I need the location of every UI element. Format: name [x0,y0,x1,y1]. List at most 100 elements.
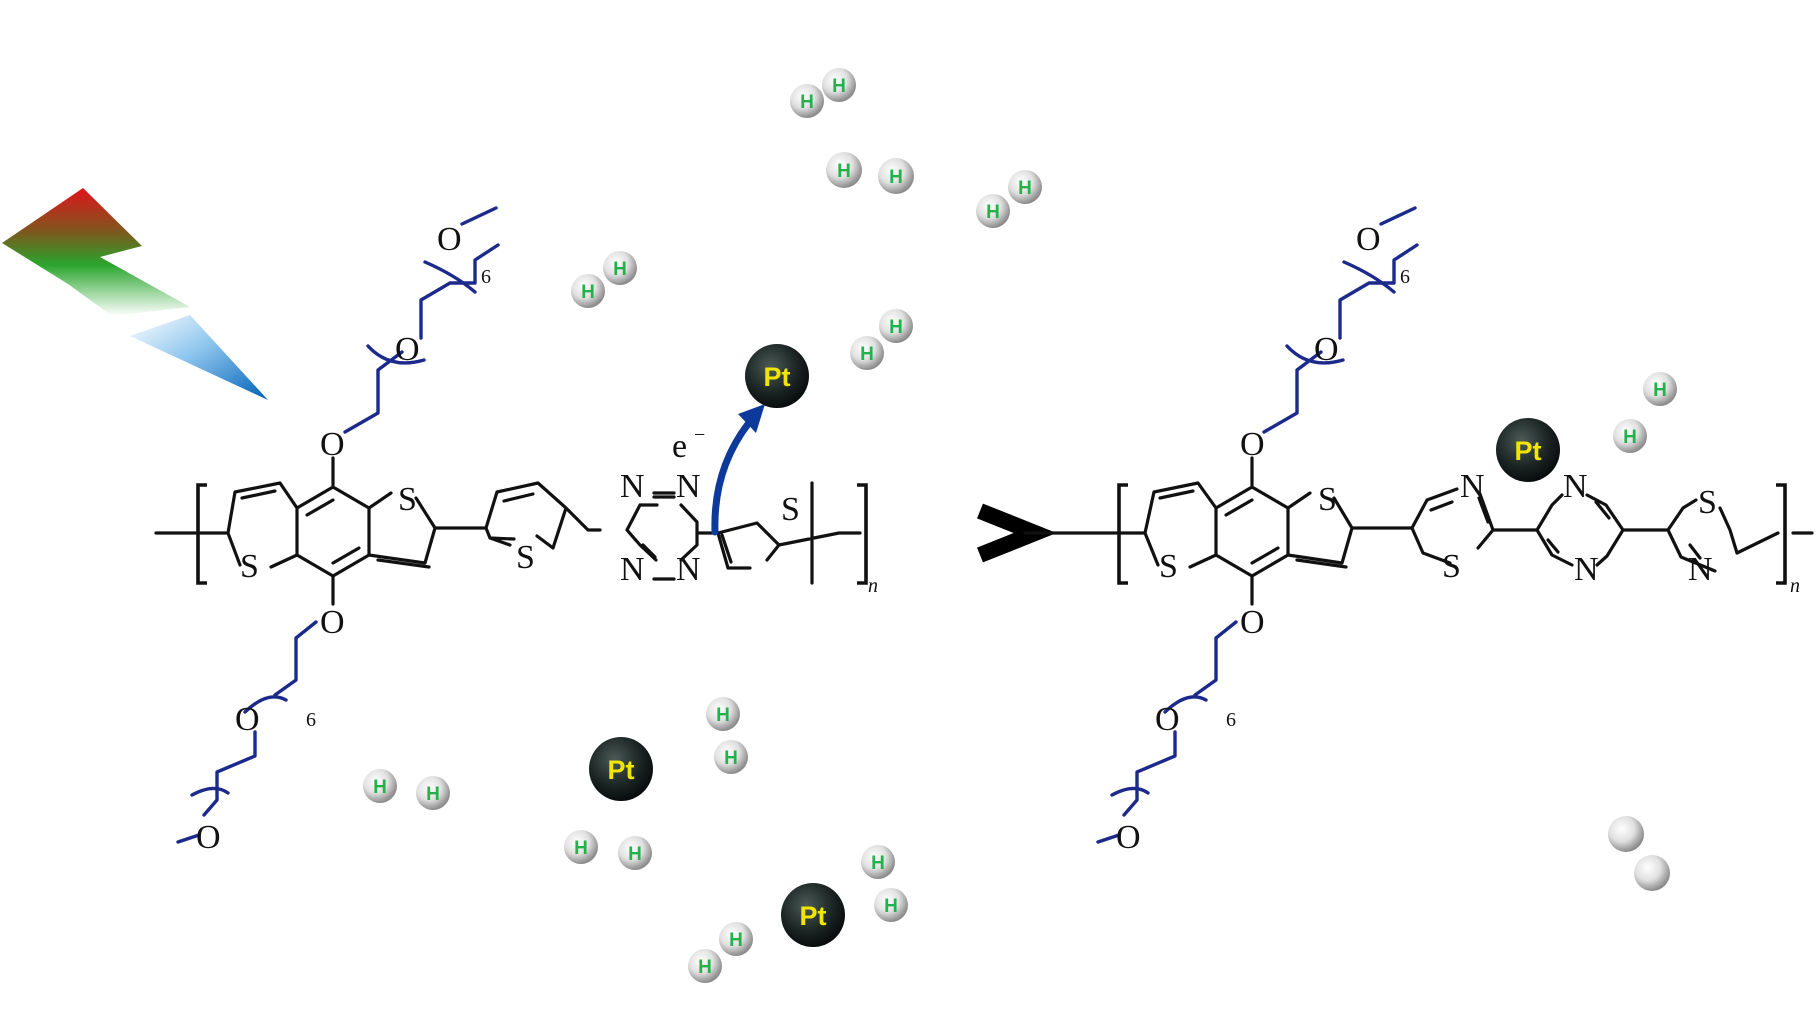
hydrogen-molecule-icon: H H [564,830,652,870]
electron-arrow [711,420,752,536]
left-upper-methyl [460,206,498,226]
right-sulfur-bdt-top: S [1318,481,1337,518]
right-nitrogen-pyrazine-2: N [1574,551,1599,588]
svg-text:H: H [1018,178,1032,199]
left-nitrogen-3: N [620,551,645,588]
platinum-sphere-icon: Pt [1496,418,1560,482]
hydrogen-molecule-icon: H H [861,845,908,922]
svg-text:H: H [986,202,1000,223]
svg-text:H: H [860,344,874,365]
hydrogen-molecule-icon: H H [850,309,913,370]
right-sulfur-thiazole-1: S [1442,548,1461,585]
right-polymer-bracket-open [1117,483,1128,585]
right-lower-repeat-count: 6 [1226,709,1236,731]
left-nitrogen-1: N [620,468,645,505]
svg-text:H: H [800,92,814,113]
svg-text:H: H [1623,427,1637,448]
right-oxygen-chain-upper-1: O [1314,331,1339,368]
svg-text:H: H [581,282,595,303]
hydrogen-molecule-icon: H H [826,152,914,194]
platinum-sphere-icon: Pt [589,737,653,801]
svg-text:H: H [574,838,588,859]
left-lower-glycol-bracket-2 [190,786,230,797]
hydrogen-molecule-icon: H H [688,922,753,983]
tetrazine-double-bonds [652,491,676,581]
right-lower-glycol-bracket-1 [1163,695,1208,714]
right-nitrogen-pyrazine-1: N [1563,468,1588,505]
right-oxygen-chain-upper-2: O [1356,221,1381,258]
svg-text:H: H [613,259,627,280]
right-lower-glycol-chain [1122,620,1238,817]
left-polymer-index: n [868,575,878,597]
svg-text:H: H [871,853,885,874]
left-lower-glycol-bracket-1 [243,695,288,714]
svg-text:H: H [889,317,903,338]
left-nitrogen-2: N [676,468,701,505]
hydrogen-molecule-icon [1608,816,1670,891]
pt-label: Pt [608,755,635,785]
left-oxygen-chain-lower-1: O [235,701,260,738]
svg-text:H: H [724,748,738,769]
left-polymer-bracket-close [857,483,868,585]
right-backbone-bonds [1023,456,1814,606]
left-sulfur-thiophene-2: S [781,491,800,528]
hydrogen-molecule-icon: H H [706,697,748,774]
left-lower-glycol-chain [202,620,318,817]
bolt-lower [130,315,268,400]
svg-text:H: H [884,896,898,917]
left-upper-glycol-bracket-2 [423,260,477,294]
left-oxygen-chain-upper-2: O [437,221,462,258]
electron-label: e [672,428,687,465]
right-upper-glycol-bracket-1 [1285,344,1345,365]
right-polymer-index: n [1790,575,1800,597]
platinum-sphere-icon: Pt [745,344,809,408]
svg-text:H: H [698,957,712,978]
right-upper-glycol-chain [1262,243,1419,434]
right-lower-glycol-bracket-2 [1110,786,1150,797]
right-oxygen-chain-lower-1: O [1155,701,1180,738]
right-nitrogen-thiazole-2: N [1688,551,1713,588]
svg-text:H: H [729,930,743,951]
right-upper-repeat-count: 6 [1400,266,1410,288]
platinum-sphere-icon: Pt [781,883,845,947]
right-polymer-structure: O O S S N S N N S N n O O 6 O O 6 [1023,206,1814,856]
svg-text:H: H [889,167,903,188]
svg-text:H: H [716,705,730,726]
right-oxygen-bottom: O [1240,604,1265,641]
electron-charge: − [694,424,705,446]
hydrogen-molecule-icon: H H [1613,372,1677,453]
electron-transfer: e − [672,404,765,536]
right-sulfur-thiazole-2: S [1698,484,1717,521]
hydrogen-molecule-icon: H H [976,170,1042,228]
pt-label: Pt [764,362,791,392]
left-nitrogen-4: N [676,551,701,588]
svg-text:H: H [426,784,440,805]
svg-text:H: H [837,161,851,182]
right-oxygen-top: O [1240,426,1265,463]
left-oxygen-chain-upper-1: O [395,331,420,368]
left-polymer-structure: O O S S S N N N N S n O O 6 O O 6 [154,206,878,856]
right-polymer-bracket-close [1776,483,1787,585]
left-sulfur-thiophene-1: S [516,539,535,576]
left-backbone-bonds [154,456,862,606]
pt-label: Pt [1515,436,1542,466]
lightning-bolt-icon [2,188,268,400]
hydrogen-molecule-icon: H H [790,68,856,118]
left-oxygen-bottom: O [320,604,345,641]
right-oxygen-chain-lower-2: O [1116,819,1141,856]
right-lower-methyl [1096,833,1121,844]
right-nitrogen-thiazole-1: N [1460,468,1485,505]
right-upper-methyl [1379,206,1417,226]
left-sulfur-bdt-top: S [398,481,417,518]
pt-label: Pt [800,901,827,931]
left-upper-repeat-count: 6 [481,266,491,288]
hydrogen-molecule-icon: H H [363,769,450,810]
svg-text:H: H [832,76,846,97]
electron-arrowhead-icon [738,404,765,433]
left-polymer-bracket-open [196,483,207,585]
svg-text:H: H [373,777,387,798]
svg-text:H: H [628,844,642,865]
left-oxygen-top: O [320,426,345,463]
right-sulfur-bdt-bottom: S [1159,548,1178,585]
hydrogen-molecule-icon: H H [571,251,637,308]
